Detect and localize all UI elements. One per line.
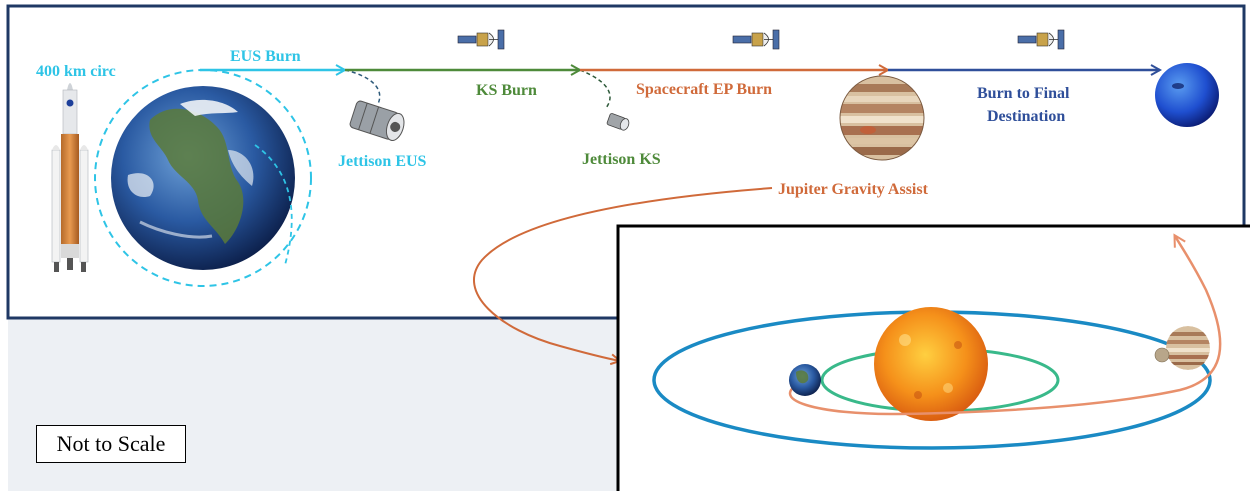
neptune-storm (1172, 83, 1184, 89)
ks-burn-label: KS Burn (476, 82, 537, 99)
eus-jettison-path (344, 69, 381, 105)
sun-icon (874, 307, 988, 421)
jupiter-small-icon (1166, 326, 1210, 370)
launch-vehicle-icon (51, 83, 89, 272)
spacecraft-icon (1017, 29, 1065, 50)
gravity-assist-label: Jupiter Gravity Assist (778, 181, 929, 198)
lower-panel (8, 318, 620, 491)
kick-stage-icon (606, 113, 630, 131)
eus-burn-label: EUS Burn (230, 48, 301, 65)
jupiter-icon (840, 76, 924, 160)
jupiter-outline (839, 75, 925, 161)
final-burn-label-line1: Burn to Final (977, 85, 1070, 102)
eus-stage-icon (349, 100, 405, 141)
eus-departure-path (254, 144, 293, 266)
ks-jettison-path (579, 69, 611, 109)
jettison-ks-label: Jettison KS (582, 151, 661, 168)
ep-burn-label: Spacecraft EP Burn (636, 81, 772, 98)
orbit-label: 400 km circ (36, 63, 116, 80)
jettison-eus-label: Jettison EUS (338, 153, 427, 170)
final-burn-label-line2: Destination (987, 108, 1065, 125)
gravity-assist-trajectory (473, 187, 773, 361)
jupiter-moon-icon (1154, 347, 1170, 363)
spacecraft-icon (457, 29, 505, 50)
spacecraft-icon (732, 29, 780, 50)
neptune-icon (1155, 63, 1219, 127)
inset-trajectory (788, 236, 1222, 416)
earth-small-icon (789, 364, 821, 396)
not-to-scale-note: Not to Scale (36, 425, 186, 463)
earth-icon (111, 86, 295, 270)
